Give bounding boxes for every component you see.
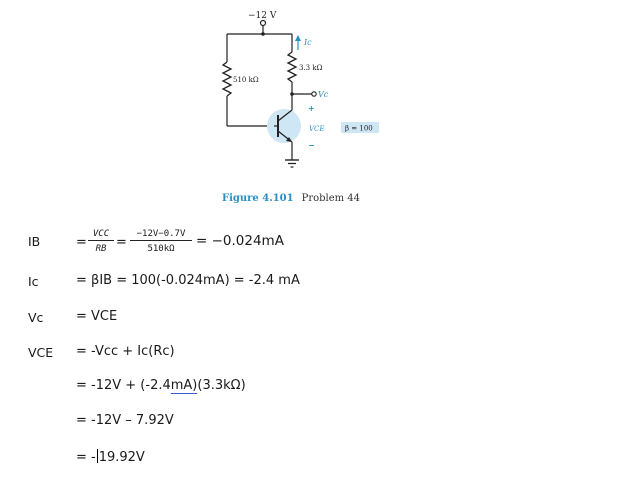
- ib-fraction-2: −12V−0.7V 510kΩ: [130, 229, 192, 254]
- emitter-arrow-icon: [286, 137, 292, 142]
- vce-row-label: VCE: [28, 345, 54, 360]
- vce-minus: −: [308, 141, 315, 150]
- ib-fraction-1-denominator: RB: [95, 244, 107, 254]
- vce-equation-line-1: = -Vcc + Ic(Rc): [76, 344, 175, 359]
- vce-equation-line-2: = -12V + (-2.4mA)(3.3kΩ): [76, 378, 246, 394]
- ib-fraction-2-denominator: 510kΩ: [147, 244, 175, 254]
- ic-label: Ic: [303, 38, 312, 47]
- vce-plus: +: [308, 104, 315, 113]
- vce-line-2-part-c: (3.3kΩ): [197, 378, 246, 393]
- transistor-body: [267, 109, 301, 143]
- vce-label: VCE: [309, 125, 325, 133]
- vc-equation: = VCE: [76, 309, 118, 324]
- figure-number: Figure 4.101: [222, 193, 294, 204]
- vc-terminal: [311, 91, 317, 97]
- ib-equals-2: =: [116, 235, 127, 250]
- ic-equation: = βIB = 100(-0.024mA) = -2.4 mA: [76, 273, 300, 288]
- supply-terminal: [259, 19, 267, 27]
- rb-resistor: [221, 61, 233, 97]
- ib-fraction-1: VCC RB: [88, 229, 114, 254]
- figure-caption: Figure 4.101 Problem 44: [222, 193, 360, 204]
- vc-label: Vc: [318, 90, 329, 99]
- beta-box: [341, 122, 379, 133]
- ib-fraction-2-numerator: −12V−0.7V: [130, 229, 192, 241]
- rc-resistor: [286, 51, 298, 83]
- vce-line-4-part-b: 19.92V: [98, 450, 145, 465]
- ib-fraction-1-numerator: VCC: [88, 229, 114, 241]
- figure-caption-text: Problem 44: [301, 193, 361, 204]
- ib-label: IB: [28, 234, 41, 249]
- ic-arrow-icon: [295, 35, 301, 41]
- vce-line-2-part-b: mA): [170, 378, 198, 394]
- text-cursor: [96, 449, 98, 463]
- vce-line-2-part-a: = -12V + (-2.4: [76, 378, 171, 393]
- rb-label: 510 kΩ: [233, 76, 259, 84]
- supply-label: −12 V: [248, 11, 277, 21]
- ic-row-label: Ic: [28, 274, 39, 289]
- vce-equation-line-4: = -19.92V: [76, 449, 145, 465]
- ib-equals-1: =: [76, 235, 87, 250]
- ib-result: = −0.024mA: [196, 233, 284, 249]
- vce-line-4-part-a: = -: [76, 450, 96, 465]
- circuit-figure: −12 V 510 kΩ 3.3 kΩ Ic Vc: [200, 0, 460, 210]
- transistor-circuit-diagram: −12 V 510 kΩ 3.3 kΩ Ic Vc: [221, 11, 379, 168]
- beta-label: β = 100: [345, 125, 373, 133]
- vc-row-label: Vc: [28, 310, 44, 325]
- rc-label: 3.3 kΩ: [299, 64, 323, 72]
- vce-equation-line-3: = -12V – 7.92V: [76, 413, 174, 428]
